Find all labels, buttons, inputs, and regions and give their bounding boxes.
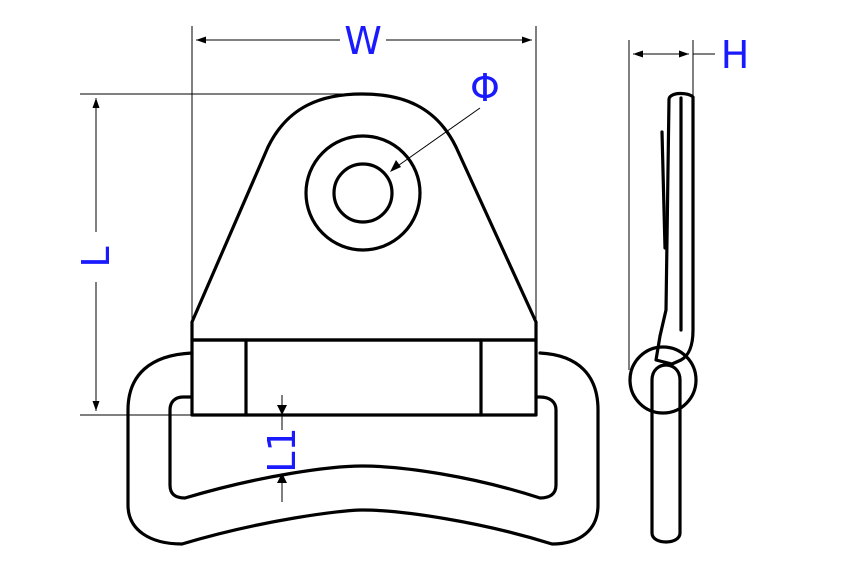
label-width: W <box>344 19 382 63</box>
side-view <box>628 91 698 544</box>
label-diameter: Φ <box>470 66 500 110</box>
side-ring-leg <box>650 363 682 544</box>
bracket-plate <box>190 92 538 342</box>
d-ring-outer <box>126 351 600 546</box>
front-view <box>126 92 600 546</box>
d-ring-inner <box>168 395 558 500</box>
dimension-width: W <box>191 19 537 330</box>
label-length: L <box>74 246 118 267</box>
dimension-diameter: Φ <box>390 66 500 172</box>
strap-bar <box>190 338 538 417</box>
hole-outer-ring <box>304 134 422 252</box>
label-height: H <box>721 33 750 77</box>
side-loop <box>628 345 698 415</box>
dimension-length: L <box>74 93 360 416</box>
hole <box>332 162 394 224</box>
dimension-height: H <box>628 33 750 370</box>
side-plate <box>654 91 695 366</box>
dimension-inner-length: L1 <box>260 395 304 502</box>
label-inner-length: L1 <box>260 427 304 472</box>
side-plate-edge-2 <box>660 130 667 250</box>
